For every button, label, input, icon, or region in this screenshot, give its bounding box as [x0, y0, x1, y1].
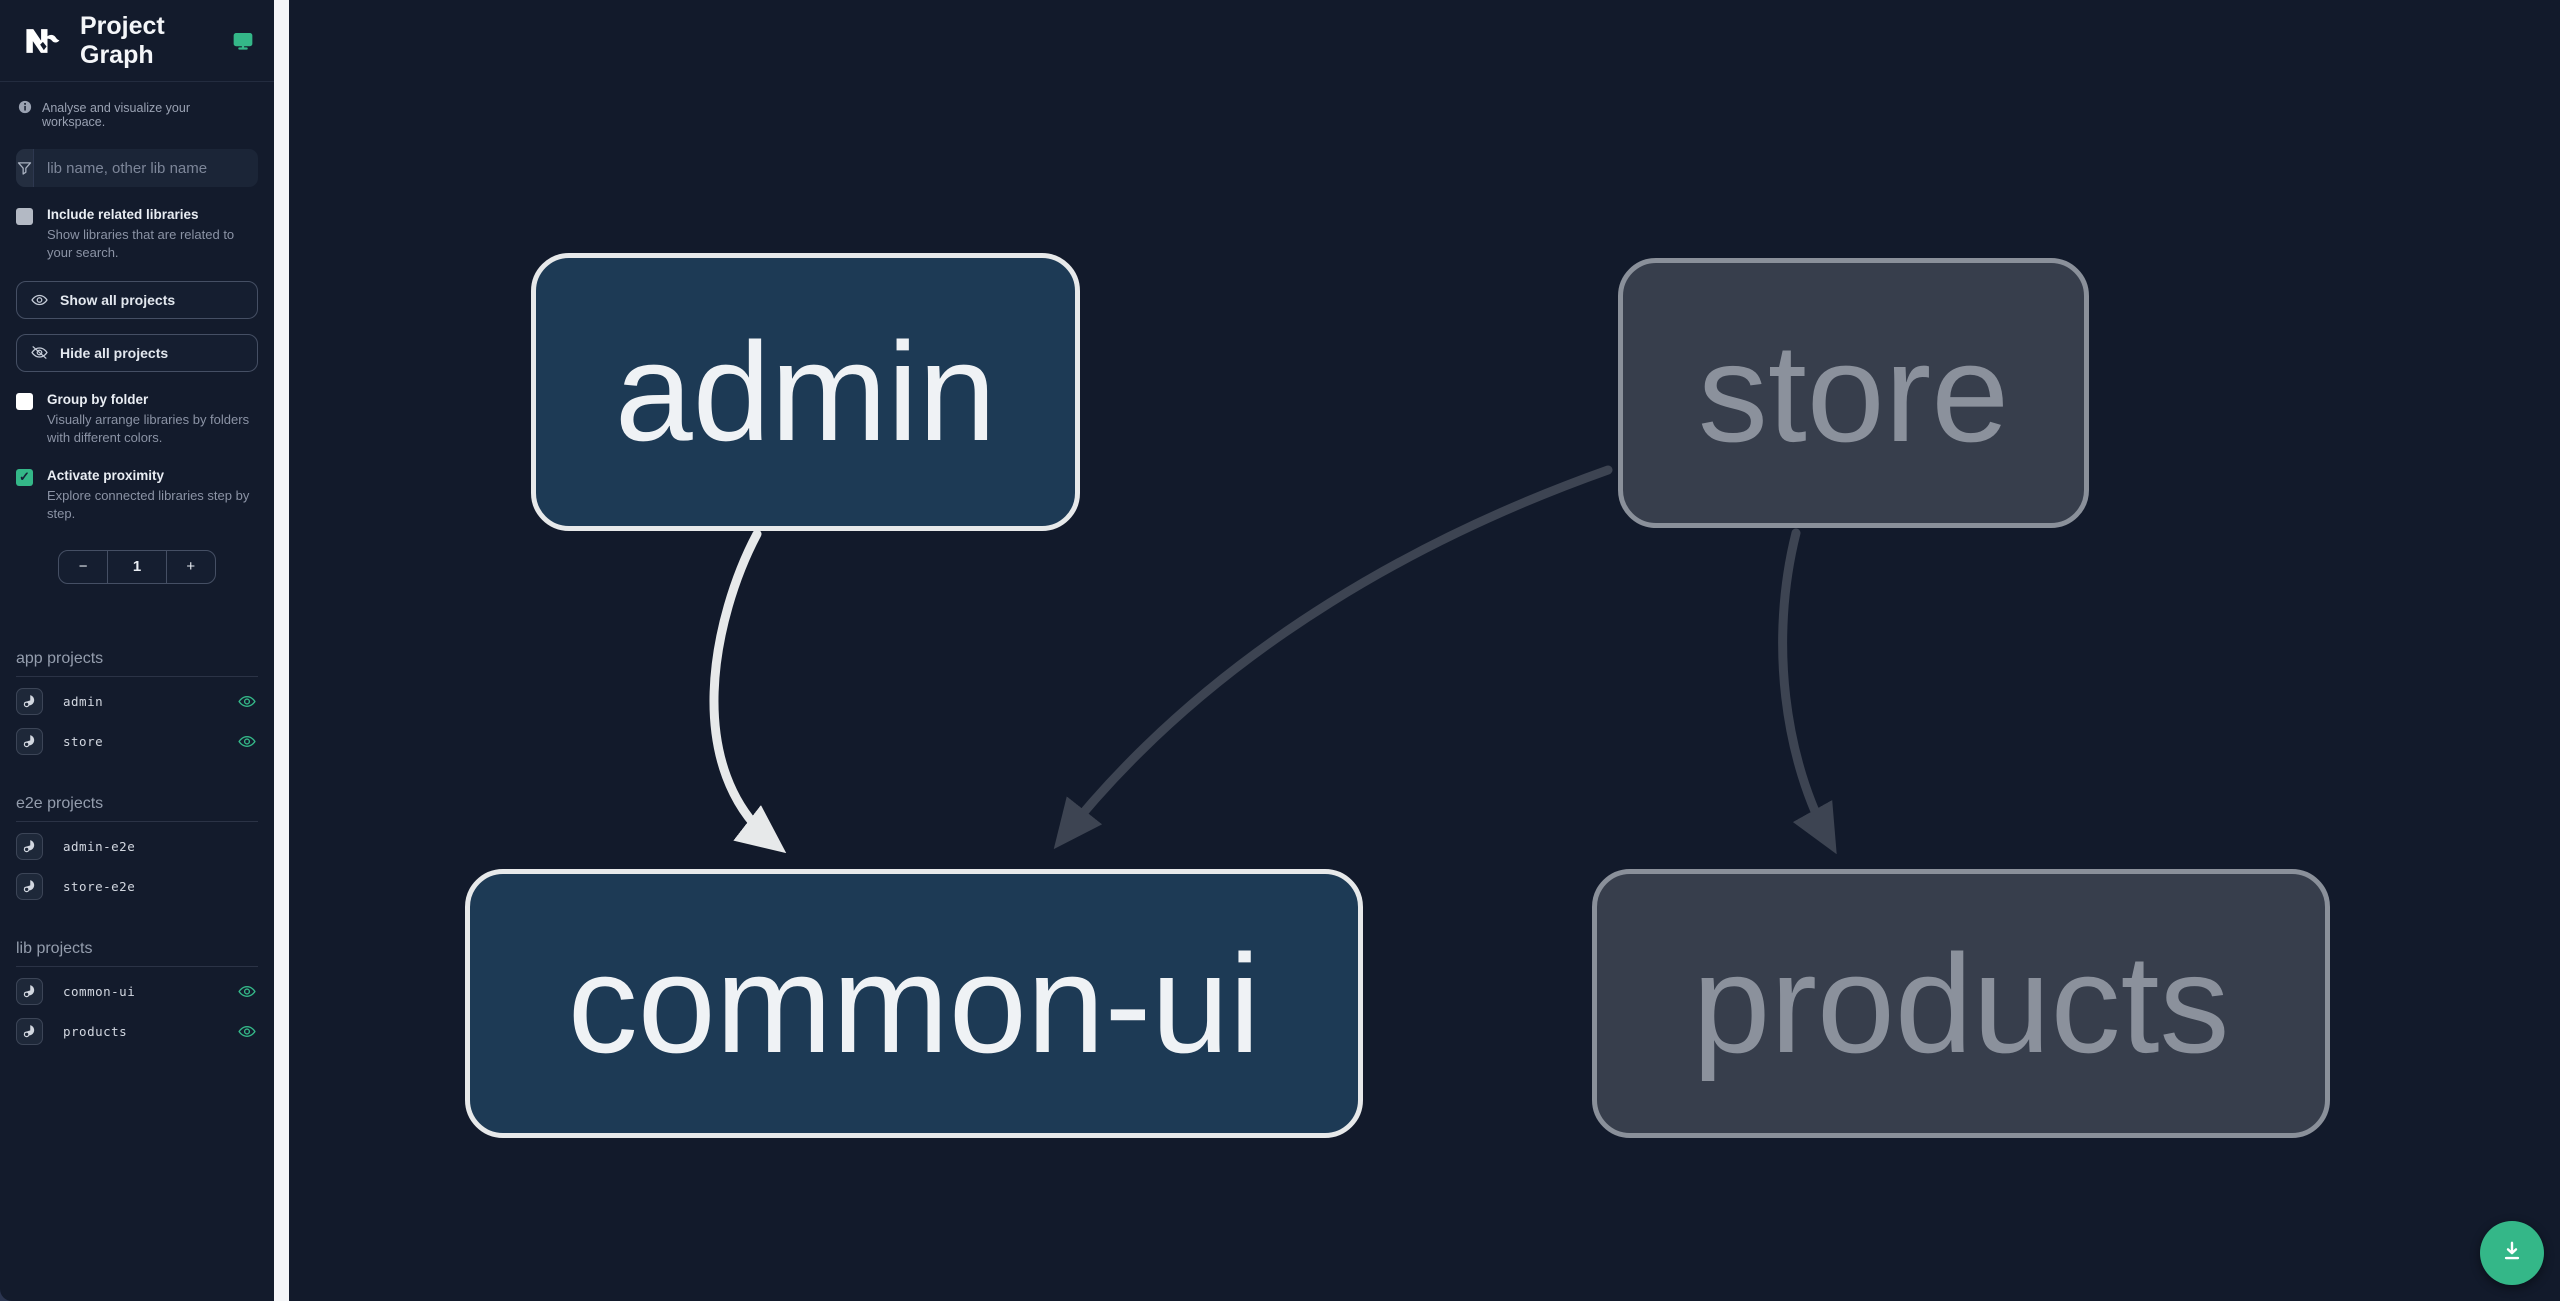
- edge-store-to-common-ui: [1053, 465, 1613, 850]
- toggle-visibility-eye-icon[interactable]: [238, 1025, 256, 1038]
- project-row-store: store: [16, 727, 258, 757]
- graph-node-admin[interactable]: admin: [531, 253, 1080, 531]
- project-row-admin: admin: [16, 687, 258, 717]
- activate-proximity-description: Explore connected libraries step by step…: [47, 487, 250, 522]
- graph-node-products[interactable]: products: [1592, 869, 2330, 1138]
- focus-project-button[interactable]: [16, 1018, 43, 1046]
- project-name[interactable]: products: [63, 1024, 128, 1040]
- focus-project-button[interactable]: [16, 873, 43, 901]
- proximity-stepper: − 1 +: [58, 549, 216, 584]
- info-banner: Analyse and visualize your workspace.: [0, 82, 274, 129]
- group-by-folder-row[interactable]: Group by folder Visually arrange librari…: [16, 392, 258, 448]
- project-row-admin-e2e: admin-e2e: [16, 832, 258, 862]
- hide-all-projects-label: Hide all projects: [60, 344, 169, 361]
- graph-edges: [709, 465, 1837, 855]
- show-all-projects-label: Show all projects: [60, 291, 176, 308]
- project-row-store-e2e: store-e2e: [16, 872, 258, 902]
- hide-all-projects-button[interactable]: Hide all projects: [16, 333, 258, 372]
- nx-logo-icon: [20, 18, 64, 64]
- activate-proximity-row[interactable]: ✓ Activate proximity Explore connected l…: [16, 468, 258, 524]
- include-related-checkbox[interactable]: [16, 208, 33, 225]
- info-icon: [18, 100, 32, 119]
- focus-project-button[interactable]: [16, 833, 43, 861]
- filter-icon: [16, 149, 34, 187]
- project-name[interactable]: admin: [63, 694, 104, 710]
- group-by-folder-description: Visually arrange libraries by folders wi…: [47, 411, 250, 446]
- section-title-e2e-projects: e2e projects: [16, 757, 258, 822]
- info-text: Analyse and visualize your workspace.: [42, 101, 190, 129]
- graph-node-store[interactable]: store: [1618, 258, 2089, 528]
- group-by-folder-label: Group by folder: [47, 391, 149, 407]
- project-row-common-ui: common-ui: [16, 977, 258, 1007]
- toggle-visibility-eye-icon[interactable]: [238, 735, 256, 748]
- download-graph-button[interactable]: [2480, 1221, 2544, 1285]
- search-box: [16, 149, 258, 187]
- graph-canvas[interactable]: admin store common-ui products: [289, 0, 2560, 1301]
- sidebar-header: Project Graph: [0, 0, 274, 82]
- project-name[interactable]: store: [63, 734, 104, 750]
- section-title-lib-projects: lib projects: [16, 902, 258, 967]
- focus-project-button[interactable]: [16, 978, 43, 1006]
- toggle-visibility-eye-icon[interactable]: [238, 695, 256, 708]
- proximity-decrement-button[interactable]: −: [78, 558, 88, 576]
- proximity-increment-button[interactable]: +: [186, 558, 196, 576]
- download-icon: [2499, 1238, 2525, 1269]
- activate-proximity-checkbox[interactable]: ✓: [16, 468, 33, 486]
- group-by-folder-checkbox[interactable]: [16, 392, 33, 410]
- page-title: Project Graph: [80, 11, 165, 69]
- project-name[interactable]: common-ui: [63, 984, 136, 1000]
- activate-proximity-label: Activate proximity: [47, 467, 165, 483]
- project-name[interactable]: admin-e2e: [63, 839, 136, 855]
- include-related-row[interactable]: Include related libraries Show libraries…: [16, 207, 258, 263]
- include-related-label: Include related libraries: [47, 207, 199, 222]
- show-all-projects-button[interactable]: Show all projects: [16, 280, 258, 319]
- include-related-description: Show libraries that are related to your …: [47, 227, 235, 261]
- focus-project-button[interactable]: [16, 728, 43, 756]
- project-name[interactable]: store-e2e: [63, 879, 136, 895]
- edge-store-to-products: [1778, 528, 1837, 855]
- graph-node-common-ui[interactable]: common-ui: [465, 869, 1363, 1138]
- search-input[interactable]: [34, 149, 258, 187]
- sidebar: Project Graph Analyse and visualize your…: [0, 0, 274, 1301]
- sidebar-resize-handle[interactable]: [274, 0, 289, 1301]
- proximity-value: 1: [107, 550, 167, 583]
- toggle-visibility-eye-icon[interactable]: [238, 985, 256, 998]
- edge-admin-to-common-ui: [709, 529, 787, 854]
- focus-project-button[interactable]: [16, 688, 43, 716]
- monitor-icon[interactable]: [232, 30, 254, 52]
- section-title-app-projects: app projects: [16, 584, 258, 677]
- project-row-products: products: [16, 1017, 258, 1047]
